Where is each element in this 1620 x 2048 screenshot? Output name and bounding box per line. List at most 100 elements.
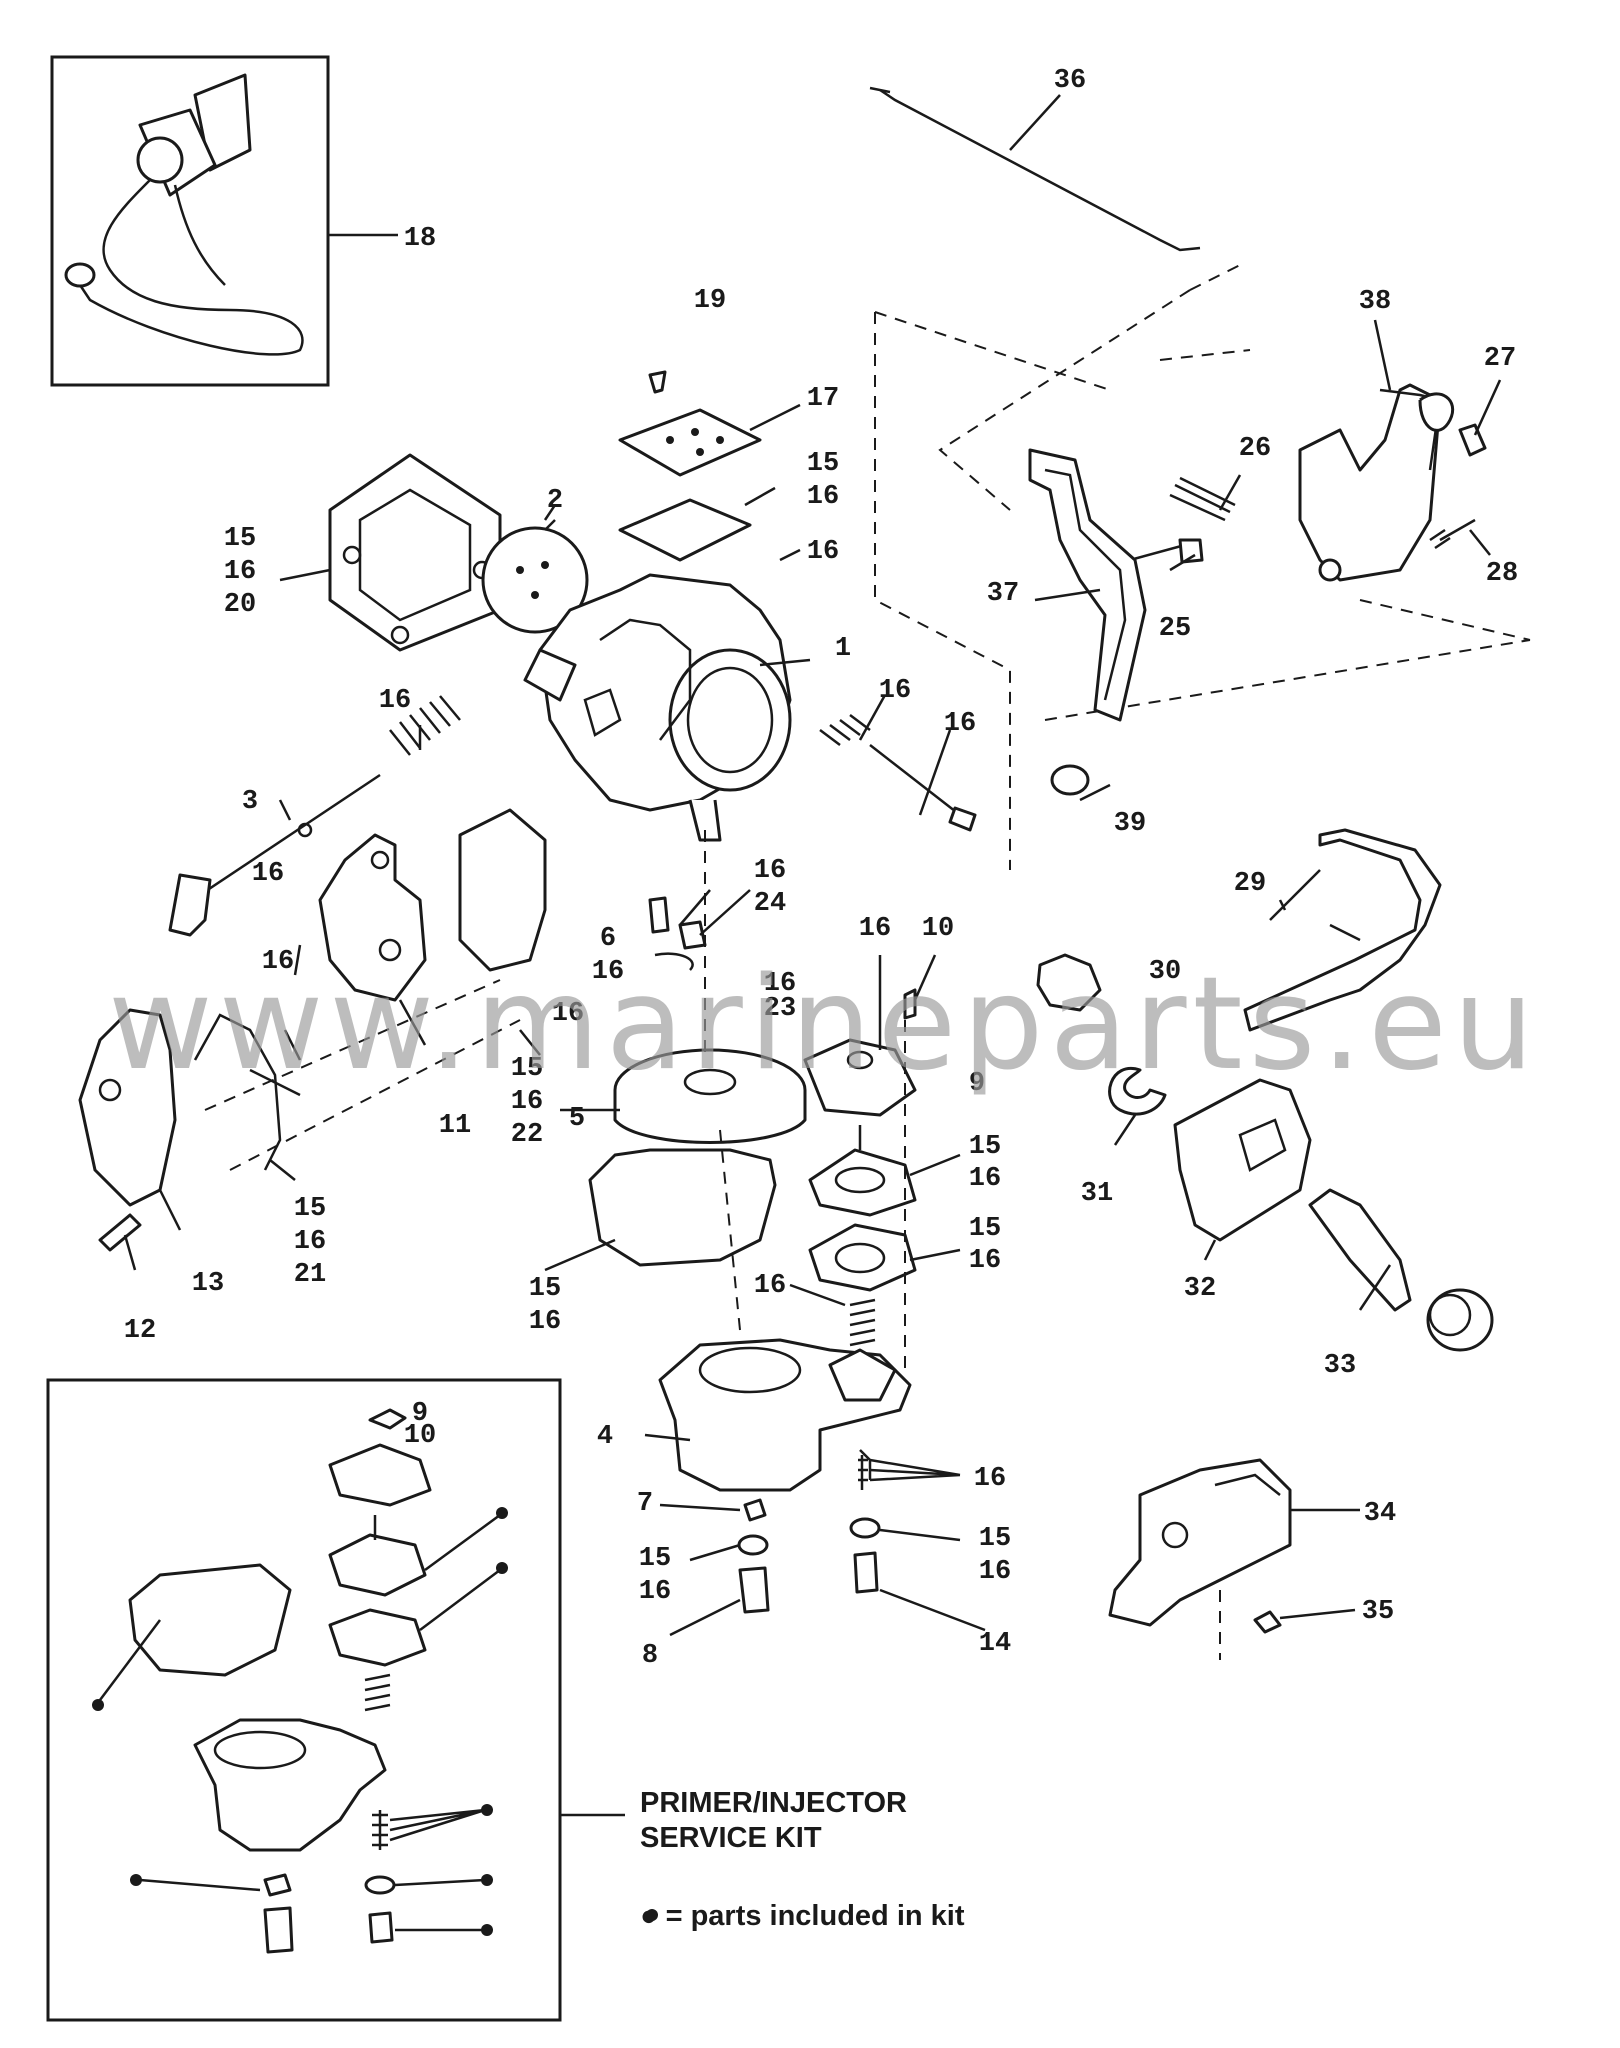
service-kit-inset [46,1378,562,2022]
kit-callout-10: 10 [404,1421,436,1451]
callout-12: 12 [124,1316,156,1346]
washer-39 [1050,764,1090,796]
callout-16: 16 [294,1227,326,1257]
callout-24: 24 [754,889,786,919]
callout-16: 16 [969,1246,1001,1276]
callout-16: 16 [639,1577,671,1607]
throttle-rod [869,86,1201,252]
kit-leaders [92,1507,658,1936]
callout-4: 4 [597,1422,613,1452]
choke-clip [1036,953,1102,1012]
kit-legend: ● = parts included in kit [640,1900,965,1932]
callout-16: 16 [859,914,891,944]
retaining-ring [1108,1066,1167,1116]
callout-16: 16 [252,859,284,889]
callout-15: 15 [979,1524,1011,1554]
gasket-throttle-body [328,453,502,652]
callout-16: 16 [979,1557,1011,1587]
callout-16: 16 [807,537,839,567]
callout-15: 15 [294,1194,326,1224]
callout-15: 15 [529,1274,561,1304]
callout-16: 16 [764,969,796,999]
callout-16: 16 [511,1087,543,1117]
callout-17: 17 [807,384,839,414]
choke-lever [1243,828,1442,1032]
callout-leaders [123,319,1502,1637]
inset-primer-solenoid [50,55,398,387]
plug-35 [1253,1610,1282,1634]
callout-16: 16 [944,709,976,739]
callout-18: 18 [404,224,436,254]
callout-16: 16 [224,557,256,587]
callout-21: 21 [294,1260,326,1290]
callout-9: 9 [969,1069,985,1099]
callout-37: 37 [987,579,1019,609]
callout-16: 16 [969,1164,1001,1194]
callout-16: 16 [974,1464,1006,1494]
callout-13: 13 [192,1269,224,1299]
screw-12 [98,1213,142,1252]
callout-14: 14 [979,1629,1011,1659]
callout-36: 36 [1054,66,1086,96]
callout-10: 10 [922,914,954,944]
linkage-dashed-frame [874,264,1531,870]
callout-28: 28 [1486,559,1518,589]
callout-16: 16 [879,676,911,706]
callout-2: 2 [547,486,563,516]
callout-38: 38 [1359,287,1391,317]
watermark: www.marineparts.eu [108,950,1540,1099]
pump-cover-13 [78,1008,282,1207]
callout-26: 26 [1239,434,1271,464]
callout-8: 8 [642,1641,658,1671]
gasket-22 [458,808,547,972]
callout-30: 30 [1149,957,1181,987]
callout-16: 16 [807,482,839,512]
callout-16: 16 [592,957,624,987]
callout-16: 16 [529,1307,561,1337]
callout-6: 6 [600,924,616,954]
check-valve-parts [648,896,707,971]
callout-15: 15 [969,1214,1001,1244]
callout-35: 35 [1362,1597,1394,1627]
callout-15: 15 [639,1544,671,1574]
callout-25: 25 [1159,614,1191,644]
throttle-arm [1028,448,1147,722]
callout-33: 33 [1324,1351,1356,1381]
kit-title-line2: SERVICE KIT [640,1822,822,1854]
callout-3: 3 [242,787,258,817]
air-silencer [1173,1078,1312,1242]
callout-31: 31 [1081,1179,1113,1209]
injector-piston [613,1048,807,1144]
callout-20: 20 [224,590,256,620]
callout-19: 19 [694,286,726,316]
injector-bracket [318,833,427,1002]
callout-11: 11 [439,1111,471,1141]
bowl-spring [849,1298,876,1347]
callout-16: 16 [262,947,294,977]
callout-23: 23 [764,994,796,1024]
linkage-screws [1129,423,1487,564]
callout-16: 16 [379,686,411,716]
throttle-cam [1298,383,1455,582]
diaphragm-stack [808,1125,917,1292]
callout-15: 15 [224,524,256,554]
carburetor-body [523,573,792,842]
enrichener-knob [1308,1188,1494,1352]
callout-34: 34 [1364,1499,1396,1529]
float-bowl [658,1338,912,1492]
callout-7: 7 [637,1489,653,1519]
bowl-gasket [588,1148,777,1267]
callout-15: 15 [807,449,839,479]
callout-1: 1 [835,634,851,664]
callout-32: 32 [1184,1274,1216,1304]
callout-16: 16 [552,999,584,1029]
callout-15: 15 [969,1132,1001,1162]
throttle-shaft [168,773,381,937]
kit-callout-9: 9 [412,1399,428,1429]
diaphragm-2 [481,526,589,634]
screw-19 [648,370,667,394]
callout-labels: 1 2 3 4 5 6 7 8 9 10 11 12 13 14 17 18 1… [124,66,1518,1671]
cover-9 [803,988,917,1117]
callout-22: 22 [511,1120,543,1150]
